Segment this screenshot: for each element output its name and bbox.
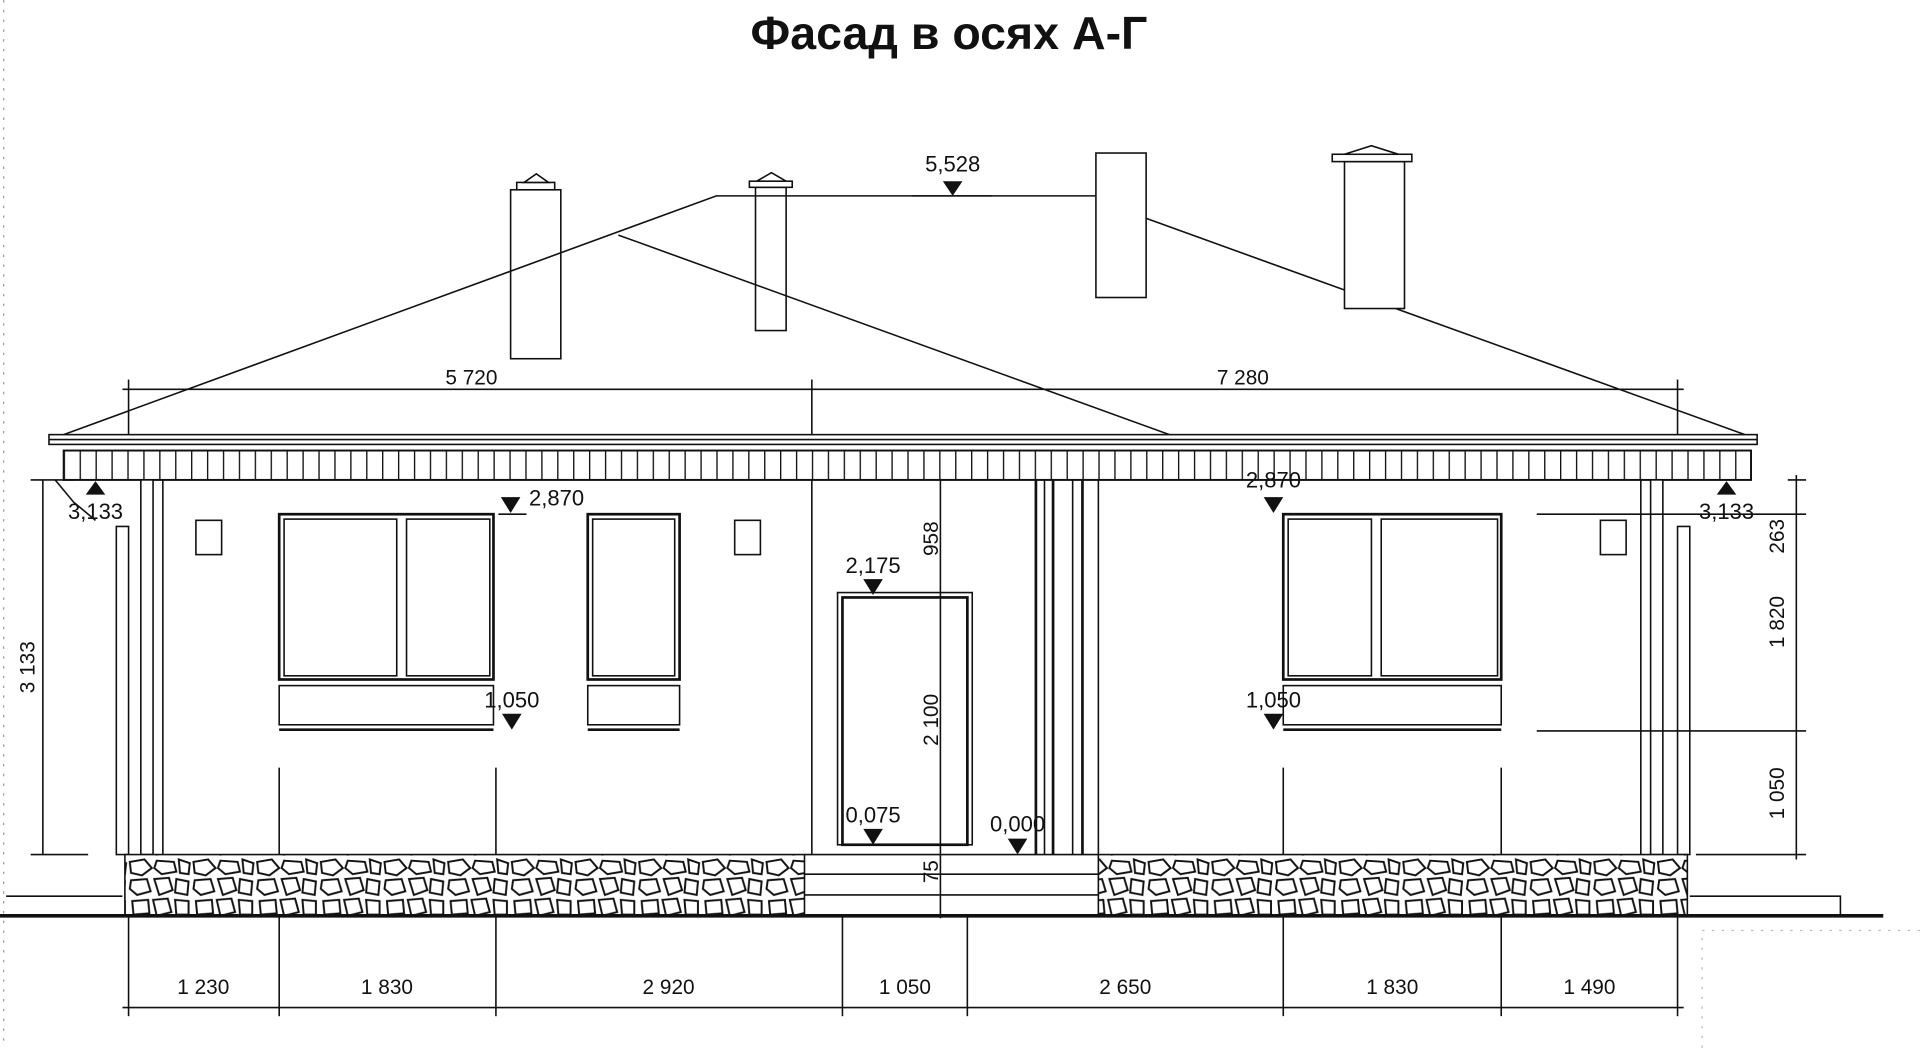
entrance-door: [836, 591, 974, 847]
svg-text:2,870: 2,870: [1246, 467, 1301, 492]
svg-text:1 830: 1 830: [1366, 976, 1418, 999]
window-left-single: [586, 512, 681, 732]
level-mark-window-top-left: 2,870: [529, 486, 584, 511]
door-dimensions: 958 2 100 75: [920, 479, 943, 919]
level-mark-door-top: 2,175: [846, 553, 901, 596]
level-mark-zero: 0,000: [990, 811, 1045, 855]
svg-text:1 050: 1 050: [879, 976, 931, 999]
downpipe-left: [54, 479, 154, 856]
chimney-far-right: [1331, 144, 1413, 310]
svg-text:7 280: 7 280: [1217, 366, 1269, 389]
axis-guides: [30, 513, 1807, 856]
stone-plinth-left: [124, 853, 806, 917]
stone-plinth-right: [1097, 853, 1689, 917]
svg-text:1 050: 1 050: [1766, 767, 1789, 819]
svg-text:3,133: 3,133: [68, 499, 123, 524]
ground-edge-right: [1689, 895, 1842, 916]
svg-text:1,050: 1,050: [484, 688, 539, 713]
vent-right: [1599, 519, 1627, 556]
svg-text:2 650: 2 650: [1099, 976, 1151, 999]
svg-text:3 133: 3 133: [16, 641, 39, 693]
svg-text:5 720: 5 720: [445, 366, 497, 389]
level-mark-window-top-left-group: 2,870: [498, 486, 584, 516]
top-dimension-line: 5 720 7 280: [122, 366, 1684, 435]
chimney-middle: [748, 171, 794, 332]
drawing-title: Фасад в осях А-Г: [751, 7, 1148, 59]
svg-text:1 820: 1 820: [1766, 596, 1789, 648]
svg-text:0,000: 0,000: [990, 811, 1045, 836]
svg-text:75: 75: [920, 860, 943, 883]
svg-text:958: 958: [920, 521, 943, 556]
level-mark-porch: 0,075: [846, 803, 901, 845]
svg-text:1 830: 1 830: [361, 976, 413, 999]
chimney-left: [509, 172, 562, 360]
roof: [48, 195, 1758, 481]
svg-text:1 490: 1 490: [1563, 976, 1615, 999]
vent-middle: [733, 519, 762, 556]
porch-steps: [804, 853, 1099, 896]
level-mark-eave-left: 3,133: [68, 481, 123, 524]
level-mark-eave-right: 3,133: [1699, 481, 1754, 524]
chimney-right-box: [1095, 152, 1147, 299]
window-left-double: [277, 512, 495, 732]
svg-text:1 230: 1 230: [177, 976, 229, 999]
svg-text:1,050: 1,050: [1246, 688, 1301, 713]
level-mark-sill-right: 1,050: [1246, 688, 1301, 730]
porch-columns: [1034, 479, 1084, 855]
svg-text:3,133: 3,133: [1699, 499, 1754, 524]
vent-left: [195, 519, 223, 556]
svg-text:2,175: 2,175: [846, 553, 901, 578]
window-right-double: [1281, 512, 1503, 732]
svg-text:2 100: 2 100: [920, 694, 943, 746]
right-height-dimensions: 263 1 820 1 050: [1766, 475, 1807, 860]
wall: [162, 479, 1642, 855]
level-mark-sill-left: 1,050: [484, 688, 539, 730]
svg-text:2 920: 2 920: [643, 976, 695, 999]
level-mark-ridge: 5,528: [912, 151, 992, 197]
downpipe-right: [1649, 479, 1691, 856]
bottom-dimension-chain: 1 230 1 830 2 920 1 050 2 650 1 830 1 49…: [122, 915, 1684, 1017]
svg-text:5,528: 5,528: [925, 151, 980, 176]
svg-text:263: 263: [1766, 519, 1789, 554]
sheet-border-corner: [1701, 929, 1920, 1048]
left-height-dimension: 3 133: [16, 479, 74, 855]
svg-text:0,075: 0,075: [846, 803, 901, 828]
level-mark-window-top-right: 2,870: [1246, 467, 1301, 513]
